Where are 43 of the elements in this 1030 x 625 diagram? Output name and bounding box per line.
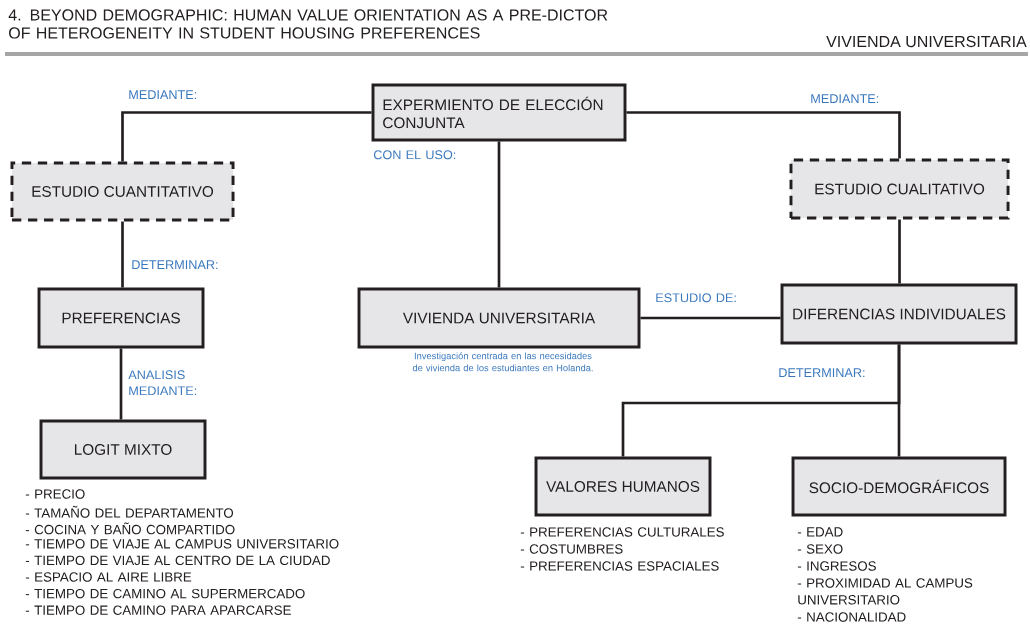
list-item: - TIEMPO DE VIAJE AL CENTRO DE LA CIUDAD: [25, 555, 330, 566]
process-box: LOGIT MIXTO: [39, 419, 207, 480]
connector: [497, 141, 501, 288]
list-item: - PREFERENCIAS ESPACIALES: [520, 561, 719, 571]
edge-label: CON EL USO:: [373, 150, 456, 160]
list-item: - PRECIO: [25, 489, 85, 499]
process-box: DIFERENCIAS INDIVIDUALES: [780, 283, 1018, 345]
dashed-box: ESTUDIO CUANTITATIVO: [10, 161, 235, 222]
edge-label: ESTUDIO DE:: [656, 293, 736, 303]
list-item: - TIEMPO DE CAMINO PARA APARCARSE: [25, 605, 291, 615]
list-item: - TIEMPO DE VIAJE AL CAMPUS UNIVERSITARIO: [25, 539, 339, 549]
edge-label: MEDIANTE:: [811, 94, 879, 103]
edge-label: ANALISIS MEDIANTE:: [128, 370, 197, 396]
connector: [898, 219, 901, 284]
list-item: - INGRESOS: [797, 561, 876, 571]
header-label: VIVIENDA UNIVERSITARIA: [826, 35, 1027, 48]
list-item: - PREFERENCIAS CULTURALES: [520, 527, 724, 537]
edge-label: DETERMINAR:: [779, 368, 865, 377]
process-box: SOCIO-DEMOGRÁFICOS: [791, 456, 1007, 517]
process-box: VALORES HUMANOS: [534, 456, 712, 517]
list-item: - EDAD: [797, 527, 843, 537]
list-item: - SEXO: [797, 544, 843, 554]
list-item: - PROXIMIDAD AL CAMPUS UNIVERSITARIO: [797, 578, 973, 605]
dashed-box: ESTUDIO CUALITATIVO: [789, 158, 1010, 220]
title: 4. BEYOND DEMOGRAPHIC: HUMAN VALUE ORIENTATION AS A PRE-DICTOR OF HETEROGENEITY IN STUDENT HOUSING PREFERENCES: [8, 9, 608, 39]
connector: [119, 348, 123, 420]
process-box: VIVIENDA UNIVERSITARIA: [357, 287, 641, 349]
list-item: - ESPACIO AL AIRE LIBRE: [25, 572, 192, 582]
connector: [640, 316, 781, 320]
connector: [121, 221, 124, 288]
list-item: - COSTUMBRES: [520, 544, 623, 554]
connector: [626, 111, 901, 159]
description: Investigación centrada en las necesidades de vivienda de los estudiantes en Holanda.: [412, 352, 593, 372]
list-item: - COCINA Y BAÑO COMPARTIDO: [25, 522, 235, 535]
list-item: - NACIONALIDAD: [797, 612, 906, 622]
connector: [121, 111, 372, 162]
list-item: - TAMAÑO DEL DEPARTAMENTO: [25, 505, 234, 518]
process-box: PREFERENCIAS: [37, 287, 205, 349]
edge-label: MEDIANTE:: [129, 90, 197, 99]
process-box: EXPERMIENTO DE ELECCIÓN CONJUNTA: [371, 83, 627, 142]
edge-label: DETERMINAR:: [132, 260, 218, 269]
list-item: - TIEMPO DE CAMINO AL SUPERMERCADO: [25, 588, 305, 599]
connector: [897, 344, 901, 457]
